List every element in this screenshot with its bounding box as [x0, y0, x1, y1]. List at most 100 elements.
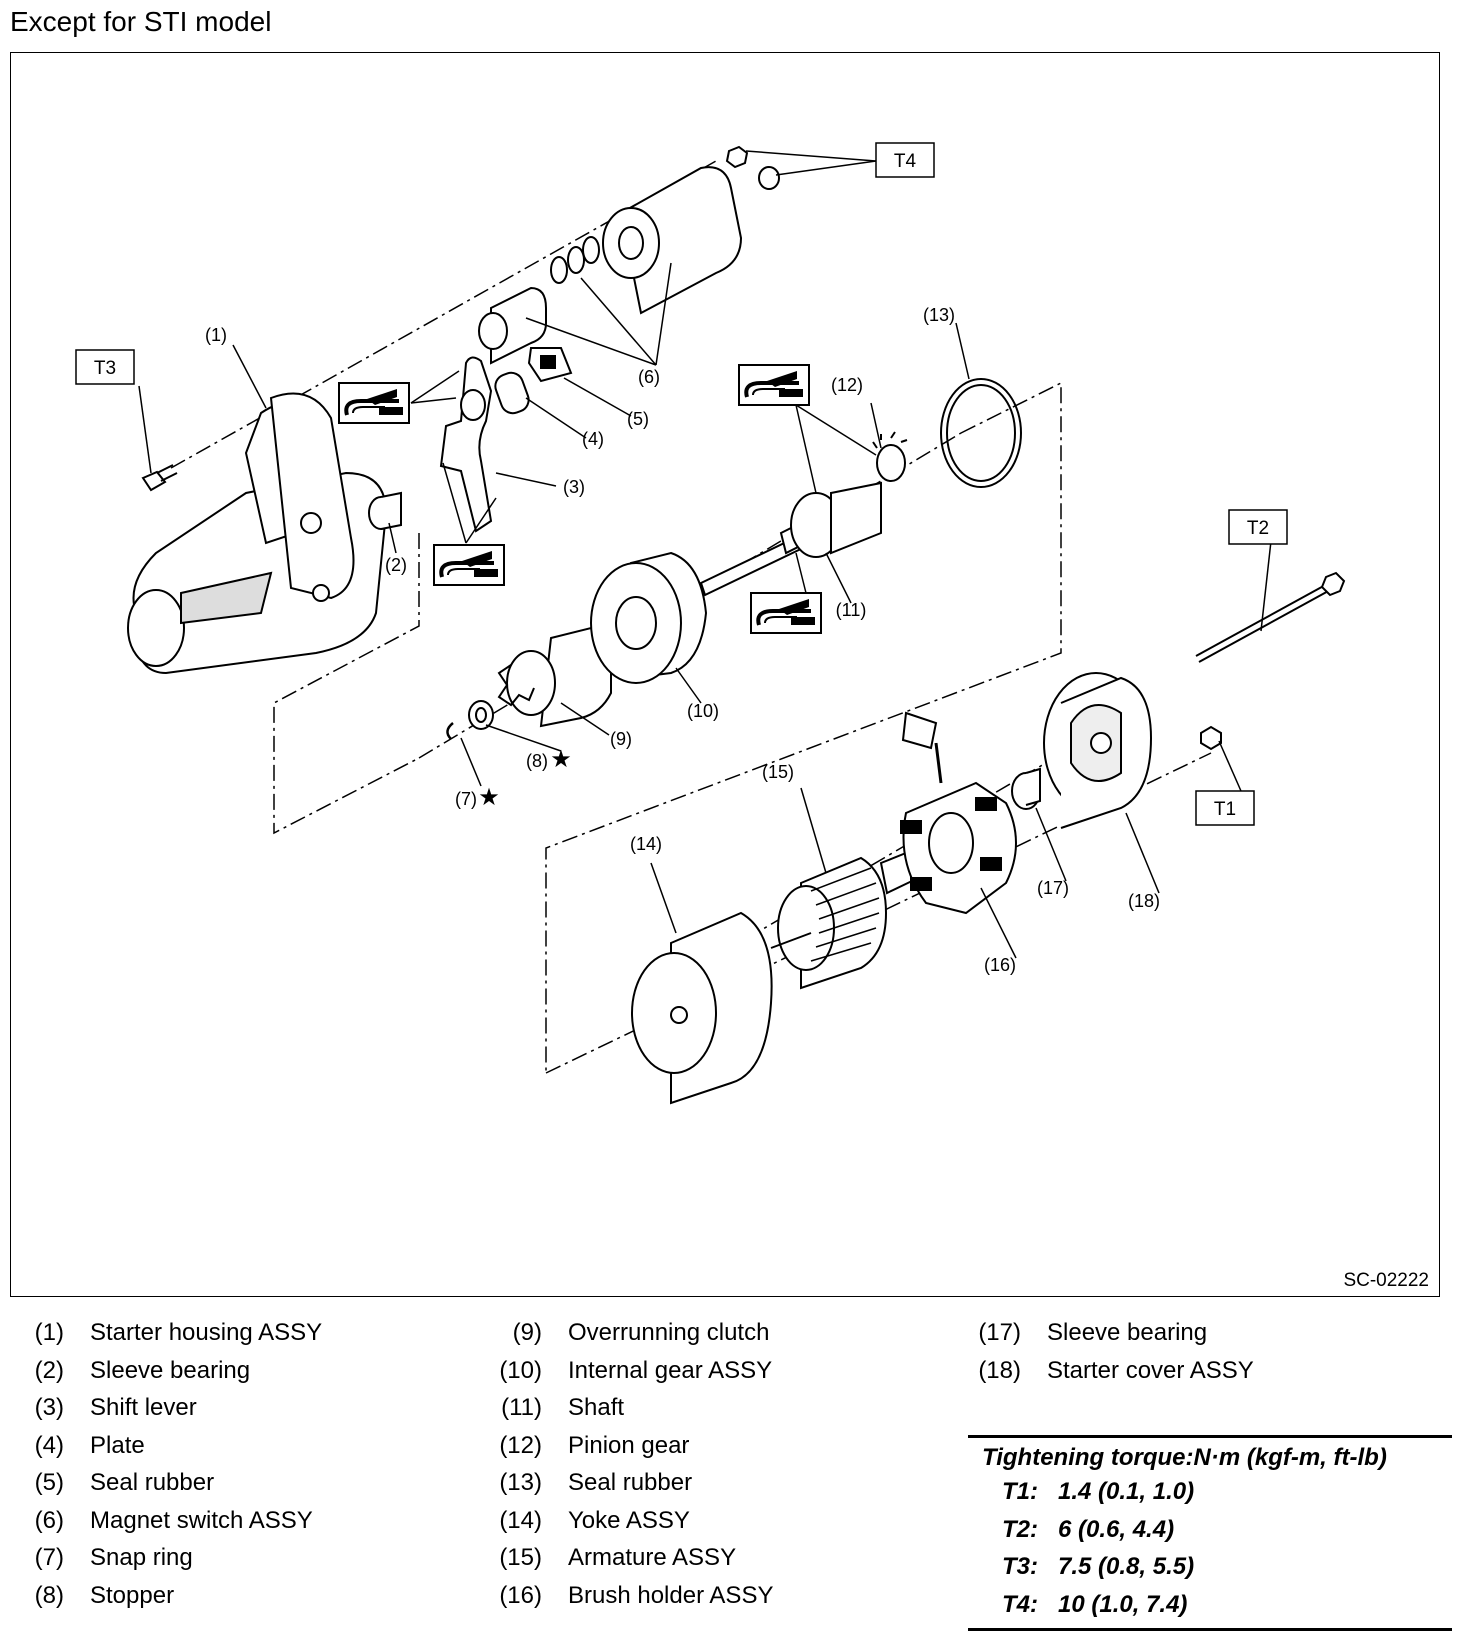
torque-row: T3: 7.5 (0.8, 5.5)	[968, 1553, 1452, 1591]
torque-row: T4:10 (1.0, 7.4)	[968, 1591, 1452, 1629]
armature-part	[770, 851, 914, 990]
assembly-line-top	[170, 160, 717, 469]
callout-6: (6)	[638, 367, 660, 387]
torque-key: T2:	[1002, 1515, 1038, 1543]
torque-table-top-rule	[968, 1435, 1452, 1438]
torque-table: Tightening torque:N·m (kgf-m, ft-lb) T1:…	[968, 1435, 1452, 1631]
legend-item: (7) Snap ring	[0, 1543, 440, 1581]
callout-15: (15)	[762, 762, 794, 782]
legend-item-number: (12)	[499, 1431, 542, 1459]
page-title: Except for STI model	[10, 6, 272, 37]
torque-box-t1	[1195, 790, 1255, 826]
legend-item: (1)Starter housing ASSY	[0, 1318, 440, 1356]
legend-item-label: Sleeve bearing	[90, 1356, 251, 1384]
legend-item-label: Seal rubber	[90, 1469, 215, 1496]
legend-item-number: (14)	[499, 1506, 542, 1534]
shift-lever-part	[439, 356, 493, 533]
torque-value: 6 (0.6, 4.4)	[1058, 1515, 1175, 1543]
torque-box-t2-label: T2	[1247, 518, 1269, 539]
legend-item: (15)Armature ASSY	[478, 1543, 918, 1581]
callout-8: (8)	[526, 751, 548, 771]
starter-housing-part	[127, 392, 388, 675]
legend-item-label: Seal rubber	[568, 1469, 693, 1496]
sleeve-bearing-part	[368, 491, 402, 530]
legend-item-number: (15)	[499, 1544, 542, 1571]
yoke-part	[631, 911, 773, 1105]
legend-item-number: (3)	[34, 1394, 64, 1421]
legend-column-3: (17)Sleeve bearing (18)Starter cover ASS…	[957, 1318, 1397, 1393]
callout-3: (3)	[563, 477, 585, 497]
torque-value: 10 (1.0, 7.4)	[1058, 1590, 1188, 1618]
legend-item: (2) Sleeve bearing	[0, 1356, 440, 1394]
internal-gear-part	[590, 551, 708, 684]
assembly-bracket-left	[273, 533, 420, 835]
brush-holder-part	[900, 711, 1017, 915]
cover-screw-part	[1200, 725, 1222, 751]
legend-column-2: (9)Overrunning clutch (10) Internal gear …	[478, 1318, 918, 1618]
callout-7: (7)	[455, 789, 477, 809]
torque-key: T3:	[1002, 1553, 1038, 1580]
exploded-diagram: T3 T4 T2 T1 (1) (2) (3) (4) (5) (6) (7) …	[75, 142, 1346, 1105]
legend-item: (17) Sleeve bearing	[957, 1318, 1397, 1356]
torque-box-t3-label: T3	[94, 358, 116, 379]
legend-column-1: (1)Starter housing ASSY (2) Sleeve bearin…	[0, 1318, 440, 1618]
grease-icon-pinion	[737, 363, 811, 407]
legend-item-label: Snap ring	[90, 1544, 193, 1571]
torque-table-heading: Tightening torque:N·m (kgf-m, ft-lb)	[982, 1444, 1387, 1471]
torque-value: 7.5 (0.8, 5.5)	[1058, 1553, 1195, 1580]
legend-item: (12) Pinion gear	[478, 1431, 918, 1469]
torque-key: T1:	[1002, 1478, 1038, 1505]
callout-7-star: ★	[478, 784, 500, 811]
legend-item-label: Sleeve bearing	[1047, 1319, 1208, 1346]
legend-item: (5) Seal rubber	[0, 1468, 440, 1506]
callout-9: (9)	[610, 729, 632, 749]
overrunning-clutch-part	[497, 626, 612, 728]
legend-item-number: (17)	[978, 1319, 1021, 1346]
legend-item-number: (13)	[499, 1469, 542, 1496]
legend-item-number: (1)	[34, 1319, 64, 1346]
callout-5: (5)	[627, 409, 649, 429]
legend-item-number: (6)	[34, 1506, 64, 1534]
legend-item: (11)Shaft	[478, 1393, 918, 1431]
torque-box-t2	[1228, 509, 1288, 545]
grease-icon-shaft	[749, 591, 823, 635]
legend-item: (9)Overrunning clutch	[478, 1318, 918, 1356]
callout-18: (18)	[1128, 891, 1160, 911]
torque-box-t1-label: T1	[1214, 799, 1236, 820]
callout-16: (16)	[984, 955, 1016, 975]
torque-table-bottom-rule	[968, 1628, 1452, 1631]
plate-part	[494, 371, 530, 415]
legend-item: (16) Brush holder ASSY	[478, 1581, 918, 1619]
callout-14: (14)	[630, 834, 662, 854]
seal-rubber-part	[527, 347, 573, 383]
legend-item-label: Magnet switch ASSY	[90, 1506, 313, 1534]
legend-item-label: Pinion gear	[568, 1431, 690, 1459]
legend-item: (10) Internal gear ASSY	[478, 1356, 918, 1394]
legend-item-number: (11)	[501, 1394, 542, 1421]
legend-item-number: (5)	[34, 1469, 64, 1496]
grease-icon-shift-lever-top	[337, 381, 411, 425]
pinion-gear-part	[872, 431, 908, 482]
shaft-part	[699, 481, 882, 597]
exploded-diagram-frame: T3 T4 T2 T1 (1) (2) (3) (4) (5) (6) (7) …	[10, 52, 1440, 1297]
legend-item-label: Internal gear ASSY	[568, 1356, 773, 1384]
legend-item-number: (2)	[34, 1356, 64, 1384]
legend-item-label: Brush holder ASSY	[568, 1581, 774, 1609]
legend-item: (6) Magnet switch ASSY	[0, 1506, 440, 1544]
grease-icon-shift-lever-bottom	[432, 543, 506, 587]
legend-item-number: (18)	[978, 1356, 1021, 1384]
snap-ring-part	[446, 722, 454, 740]
starter-cover-part	[1043, 672, 1153, 829]
callout-1: (1)	[205, 325, 227, 345]
legend-item-number: (10)	[499, 1356, 542, 1384]
seal-rubber-ring-part	[940, 378, 1022, 488]
stopper-part	[468, 700, 494, 730]
legend-item-label: Yoke ASSY	[568, 1506, 690, 1534]
torque-row: T1:1.4 (0.1, 1.0)	[968, 1478, 1452, 1516]
callout-13: (13)	[923, 305, 955, 325]
housing-bolt-part	[141, 464, 178, 492]
legend-item-number: (16)	[499, 1581, 542, 1609]
legend-item: (3)Shift lever	[0, 1393, 440, 1431]
legend-item-number: (7)	[34, 1544, 64, 1571]
through-bolt-part	[1195, 571, 1346, 663]
